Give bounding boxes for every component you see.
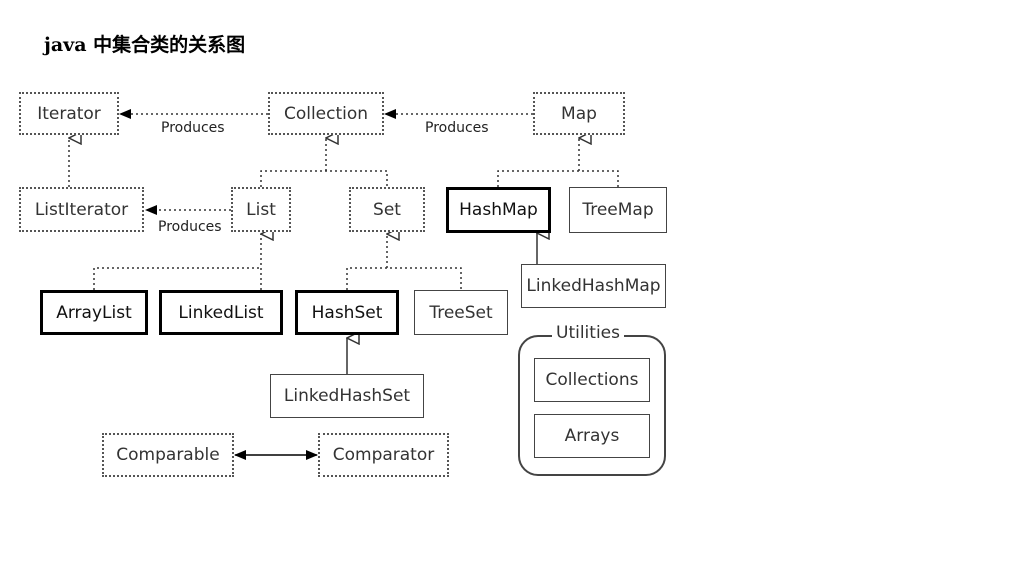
node-listiterator[interactable]: ListIterator <box>19 187 144 232</box>
sets-branch-line <box>346 267 462 290</box>
node-arraylist[interactable]: ArrayList <box>40 290 148 335</box>
node-treeset[interactable]: TreeSet <box>414 290 508 335</box>
node-map[interactable]: Map <box>533 92 625 135</box>
node-collection[interactable]: Collection <box>268 92 384 135</box>
produces-label-listiterator: Produces <box>158 219 222 235</box>
node-hashmap[interactable]: HashMap <box>446 187 551 233</box>
node-hashset[interactable]: HashSet <box>295 290 399 335</box>
produces-label-iterator: Produces <box>161 120 225 136</box>
list-set-branch-line <box>260 170 388 187</box>
node-comparator[interactable]: Comparator <box>318 433 449 477</box>
node-linkedhashset[interactable]: LinkedHashSet <box>270 374 424 418</box>
node-collections[interactable]: Collections <box>534 358 650 402</box>
node-set[interactable]: Set <box>349 187 425 232</box>
node-arrays[interactable]: Arrays <box>534 414 650 458</box>
utilities-label: Utilities <box>552 323 624 343</box>
node-linkedhashmap[interactable]: LinkedHashMap <box>521 264 666 308</box>
node-list[interactable]: List <box>231 187 291 232</box>
produces-label-collection: Produces <box>425 120 489 136</box>
node-linkedlist[interactable]: LinkedList <box>159 290 283 335</box>
page-title: java 中集合类的关系图 <box>44 34 246 56</box>
node-comparable[interactable]: Comparable <box>102 433 234 477</box>
node-treemap[interactable]: TreeMap <box>569 187 667 233</box>
node-iterator[interactable]: Iterator <box>19 92 119 135</box>
lists-branch-line <box>93 267 261 290</box>
hashmap-treemap-branch-line <box>497 170 619 187</box>
